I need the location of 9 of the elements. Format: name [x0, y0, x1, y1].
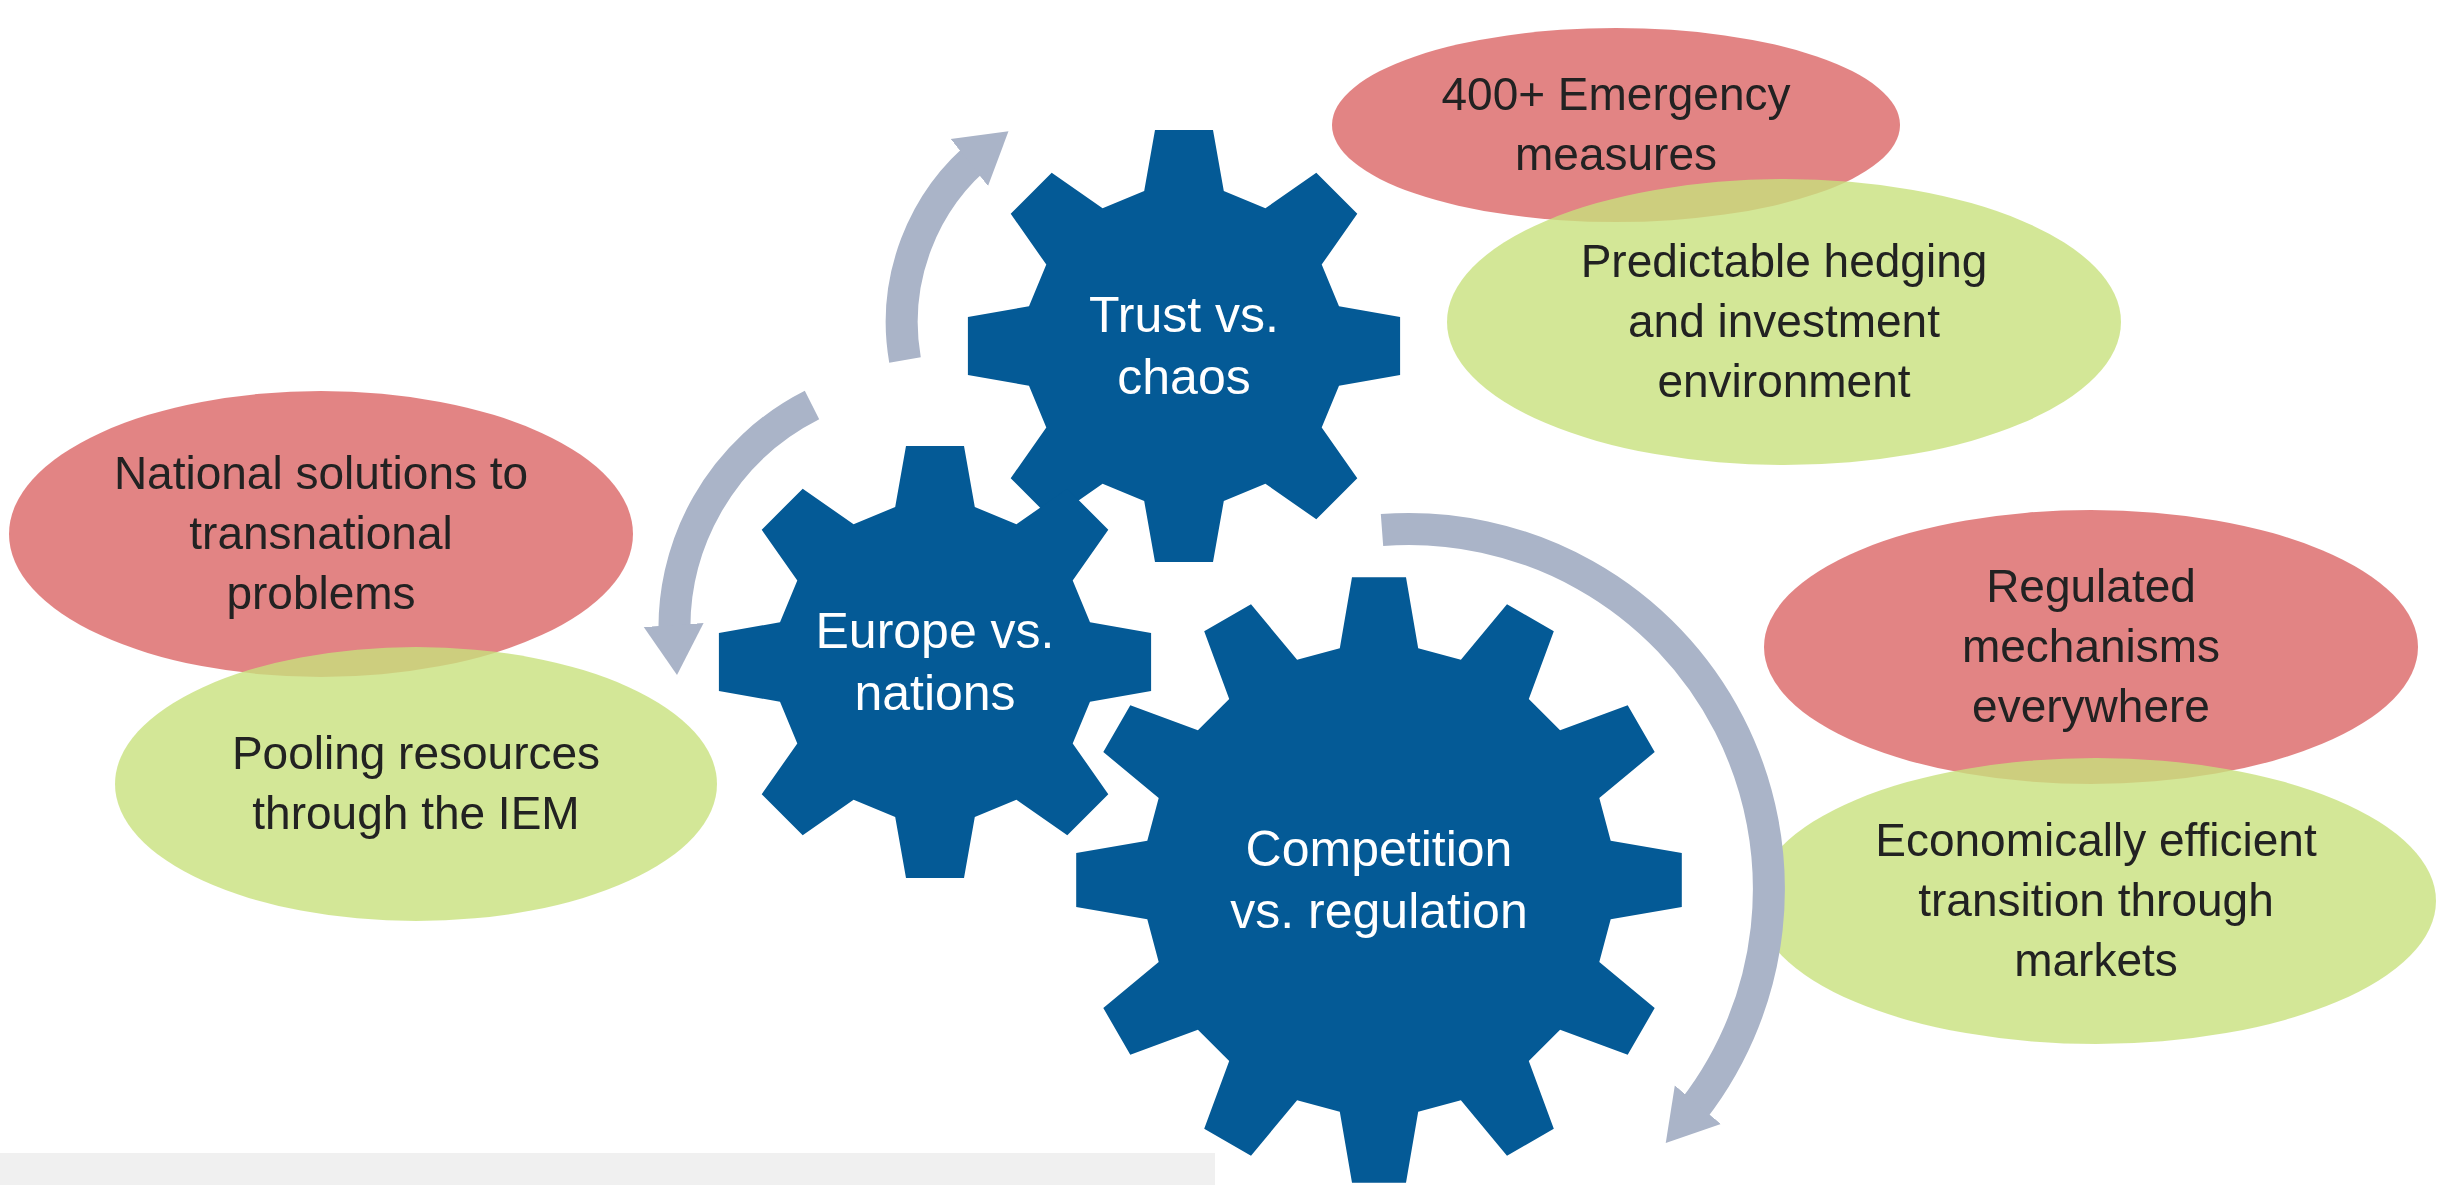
ellipse-label: Regulated mechanisms everywhere — [1960, 559, 2222, 734]
ellipse-label: National solutions to transnational problems — [112, 446, 530, 621]
ellipse-label: Economically efficient transition through markets — [1874, 813, 2318, 988]
gear-label: Competition vs. regulation — [1229, 819, 1529, 941]
ellipse-label: Predictable hedging and investment environment — [1579, 234, 1989, 409]
gear-label: Europe vs. nations — [814, 601, 1056, 723]
gear-label: Trust vs. chaos — [1088, 285, 1280, 407]
ellipse-label: Pooling resources through the IEM — [230, 726, 602, 841]
ellipse-label: 400+ Emergency measures — [1440, 67, 1792, 182]
